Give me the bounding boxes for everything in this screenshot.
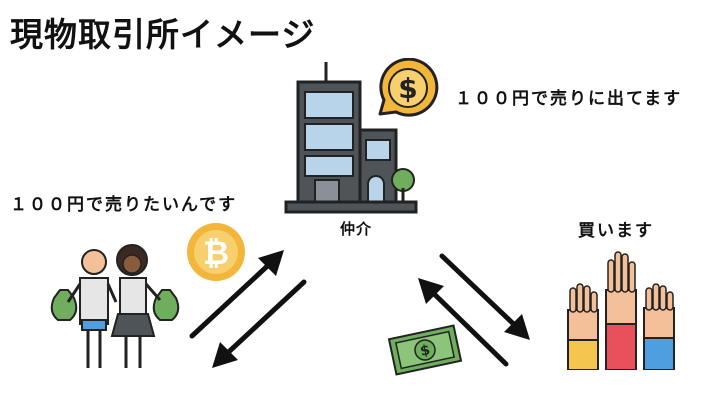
seller-label: １００円で売りたいんです (10, 195, 238, 215)
page-title: 現物取引所イメージ (10, 15, 316, 54)
svg-text:$: $ (419, 342, 432, 360)
svg-text:$: $ (398, 72, 417, 105)
raised-hands-icon (567, 251, 675, 370)
bitcoin-coin-icon: ₿ (187, 223, 245, 281)
broker-label: 仲介 (340, 220, 373, 238)
arrow-buyer-to-broker (418, 278, 509, 367)
buyer-label: 買います (578, 221, 654, 241)
broker-offer-label: １００円で売りに出てます (455, 89, 683, 109)
arrow-broker-to-buyer (439, 253, 530, 340)
dollar-speech-bubble-icon: $ (378, 58, 439, 117)
business-people-icon (50, 244, 180, 368)
banknote-icon: $ (387, 324, 463, 376)
svg-text:₿: ₿ (203, 234, 229, 272)
arrow-broker-to-seller (212, 279, 307, 368)
building-icon (284, 62, 418, 214)
arrow-seller-to-broker (189, 250, 284, 339)
